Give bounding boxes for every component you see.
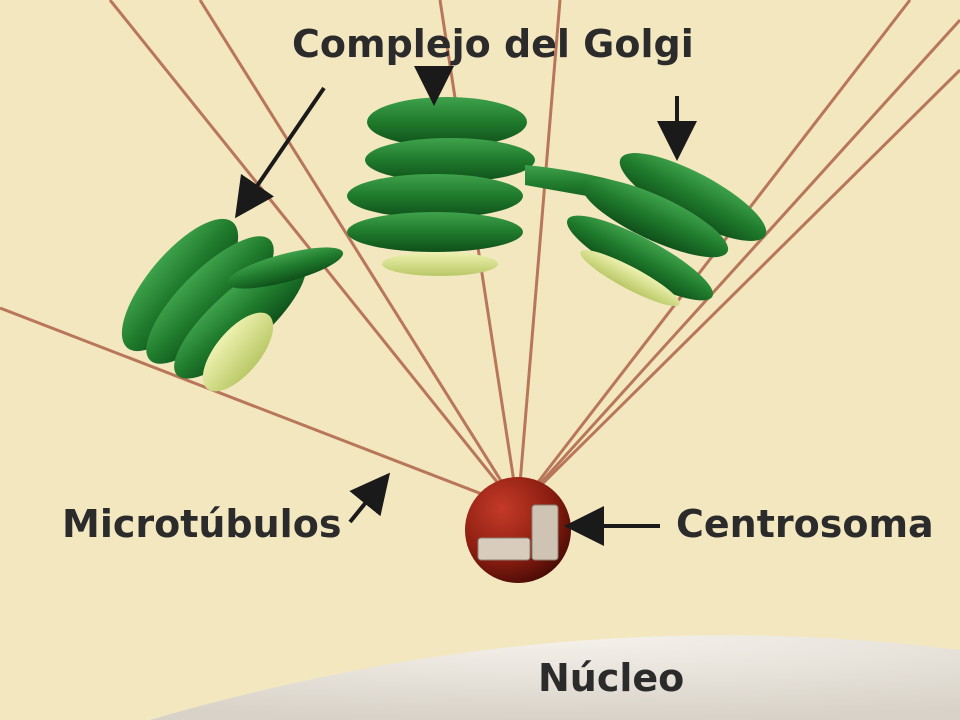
golgi-cisterna bbox=[121, 218, 239, 352]
pointer-arrows bbox=[234, 66, 697, 546]
label-nucleus: Núcleo bbox=[538, 656, 685, 700]
golgi-cisterna bbox=[347, 174, 523, 218]
golgi-cisterna bbox=[226, 247, 344, 289]
microtubules bbox=[0, 0, 960, 510]
golgi-cisterna bbox=[365, 138, 535, 182]
golgi-vesicle-light bbox=[202, 312, 274, 392]
arrow-golgi-left bbox=[234, 86, 326, 219]
golgi-stack-left bbox=[121, 218, 344, 392]
golgi-cisterna bbox=[581, 178, 729, 258]
microtubule-line bbox=[516, 18, 960, 510]
golgi-cisterna bbox=[619, 153, 767, 241]
golgi-complex bbox=[121, 97, 767, 392]
centriole bbox=[477, 537, 531, 561]
arrow-microtubules bbox=[348, 472, 391, 524]
nucleus-shape bbox=[150, 635, 960, 720]
golgi-stack-center bbox=[347, 97, 640, 276]
label-centrosome: Centrosoma bbox=[676, 502, 934, 546]
golgi-vesicle-light bbox=[580, 249, 680, 307]
microtubule-line bbox=[198, 0, 520, 509]
microtubule-line bbox=[0, 306, 519, 510]
golgi-stack-right bbox=[566, 153, 767, 307]
centrosome bbox=[465, 477, 571, 583]
microtubule-line bbox=[516, 68, 960, 510]
golgi-cisterna bbox=[347, 212, 523, 252]
centriole bbox=[531, 504, 559, 561]
label-microtubules: Microtúbulos bbox=[62, 502, 342, 546]
golgi-cisterna bbox=[146, 236, 274, 364]
golgi-cisterna bbox=[367, 97, 527, 147]
microtubule-line bbox=[516, 0, 562, 509]
label-golgi-complex: Complejo del Golgi bbox=[292, 22, 694, 66]
golgi-vesicle-light bbox=[382, 252, 498, 276]
golgi-cisterna bbox=[566, 215, 714, 301]
golgi-cisterna bbox=[174, 257, 306, 379]
